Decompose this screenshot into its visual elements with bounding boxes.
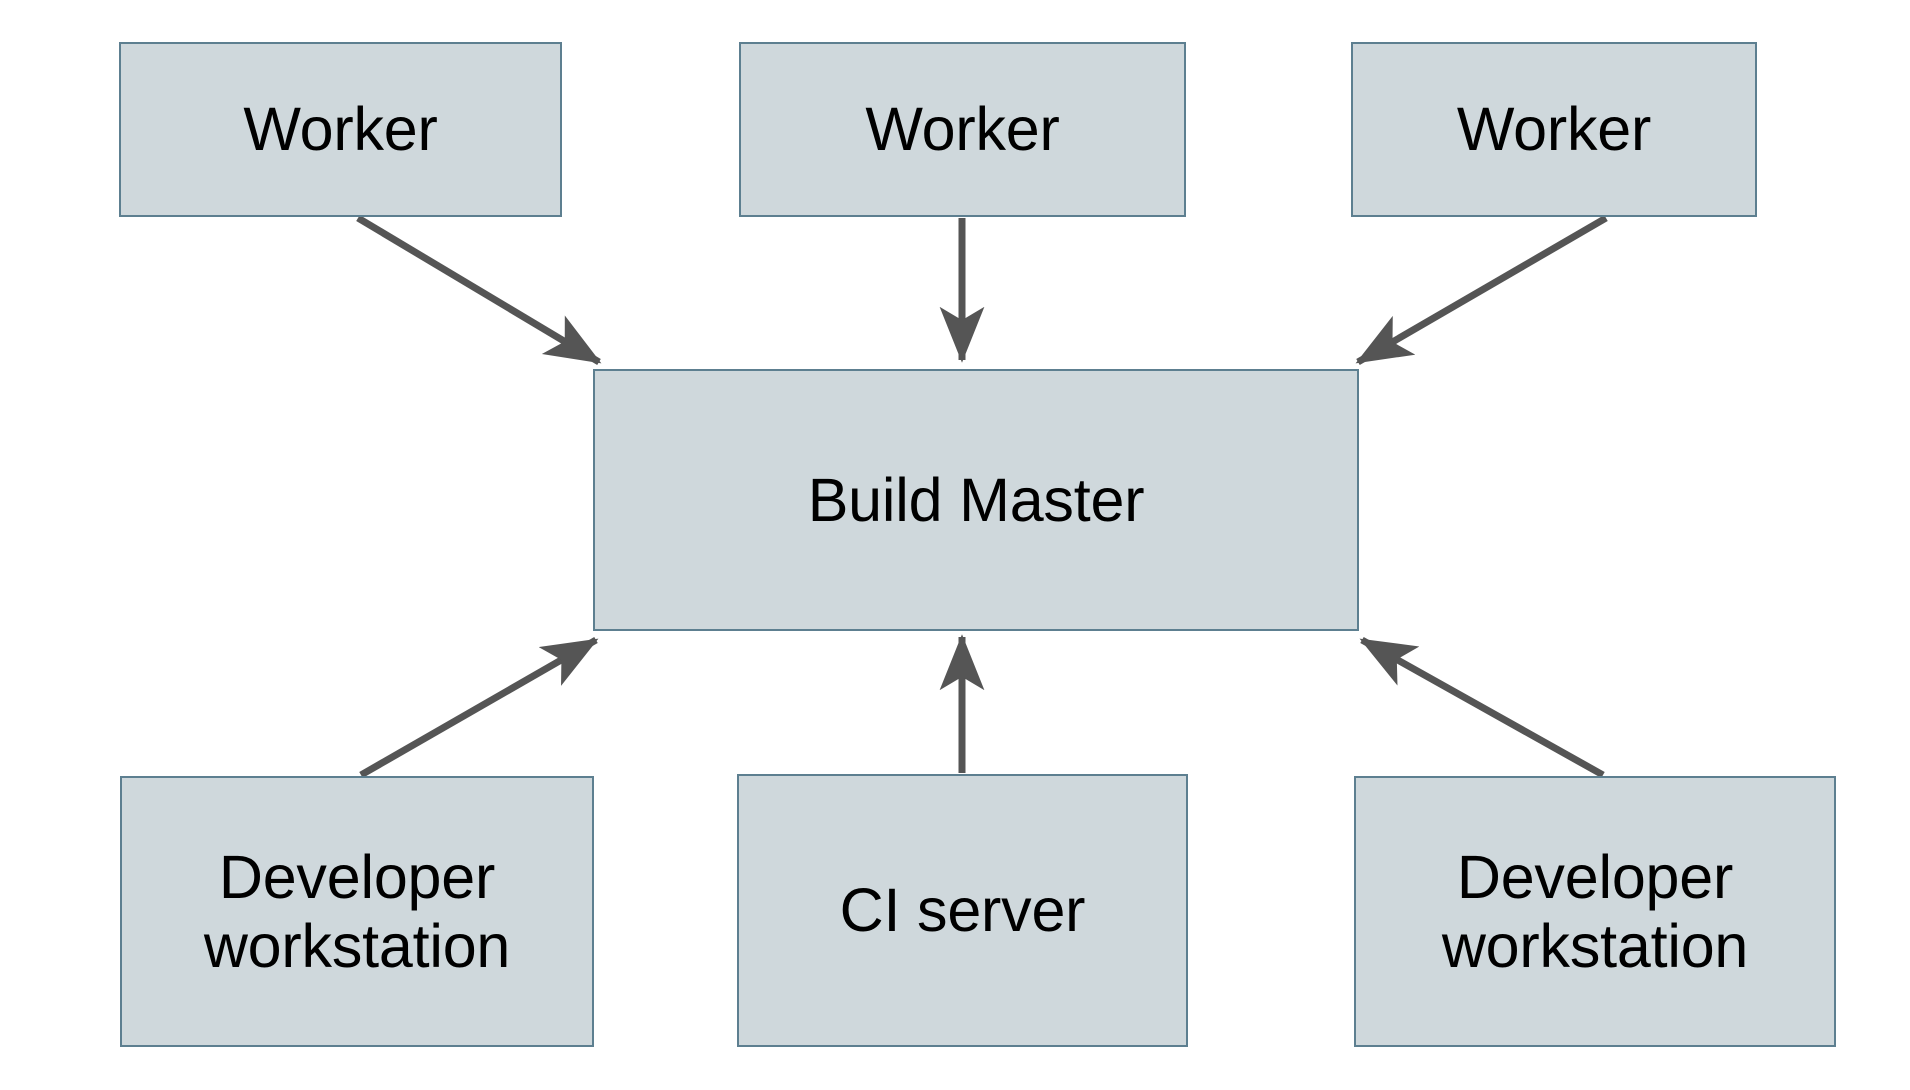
node-ci-server[interactable]: CI server bbox=[737, 774, 1188, 1047]
node-build-master-label: Build Master bbox=[807, 465, 1145, 534]
edge-devwsright-to-master bbox=[1359, 636, 1605, 779]
node-developer-workstation-left[interactable]: Developer workstation bbox=[120, 776, 594, 1047]
node-worker-2-label: Worker bbox=[865, 95, 1060, 164]
node-worker-2[interactable]: Worker bbox=[739, 42, 1186, 217]
node-developer-workstation-right[interactable]: Developer workstation bbox=[1354, 776, 1836, 1047]
node-developer-workstation-left-label: Developer workstation bbox=[203, 843, 511, 980]
node-build-master[interactable]: Build Master bbox=[593, 369, 1359, 631]
node-ci-server-label: CI server bbox=[839, 876, 1086, 945]
edge-worker1-to-master bbox=[356, 214, 602, 366]
edge-devwsleft-to-master bbox=[359, 636, 599, 779]
node-worker-3[interactable]: Worker bbox=[1351, 42, 1757, 217]
edge-worker3-to-master bbox=[1355, 214, 1608, 366]
node-worker-3-label: Worker bbox=[1456, 95, 1652, 164]
node-worker-1[interactable]: Worker bbox=[119, 42, 562, 217]
node-developer-workstation-right-label: Developer workstation bbox=[1441, 843, 1749, 980]
node-worker-1-label: Worker bbox=[243, 95, 438, 164]
